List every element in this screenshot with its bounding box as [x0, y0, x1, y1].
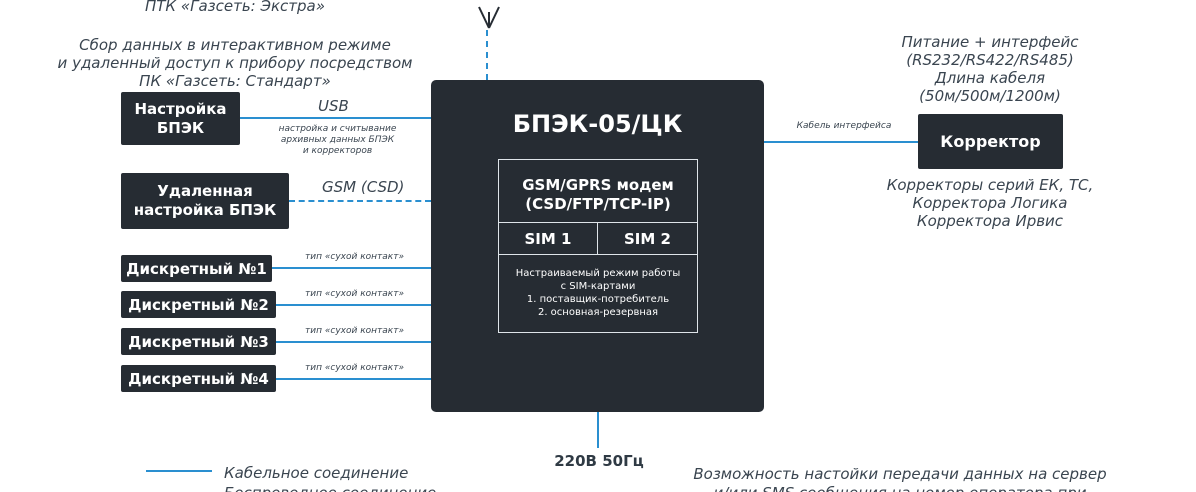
dry-contact-label-2: тип «сухой контакт»	[304, 289, 405, 299]
gsm-link	[289, 200, 431, 202]
sim1-cell: SIM 1	[498, 222, 598, 255]
sim-mode-line-3: 1. поставщик-потребитель	[526, 294, 670, 305]
setup-bpek-box: Настройка БПЭК	[121, 92, 240, 145]
modem-line-1: GSM/GPRS модем	[522, 176, 674, 194]
discrete-link-2	[276, 304, 431, 306]
modem-line-2: (CSD/FTP/TCP-IP)	[525, 195, 671, 213]
usb-note: настройка и считывание архивных данных Б…	[255, 124, 420, 157]
discrete-input-3: Дискретный №3	[121, 328, 276, 355]
right-caption: Питание + интерфейс (RS232/RS422/RS485) …	[880, 33, 1100, 105]
sim-mode-line-4: 2. основная-резервная	[537, 307, 659, 318]
right-caption-line-1: Питание + интерфейс	[901, 33, 1079, 51]
usb-note-line-3: и корректоров	[302, 146, 373, 156]
remote-line-1: Удаленная	[157, 182, 253, 200]
discrete-input-1-label: Дискретный №1	[126, 259, 267, 278]
gsm-label: GSM (CSD)	[322, 178, 405, 196]
power-label: 220В 50Гц	[554, 452, 644, 470]
sim2-cell: SIM 2	[597, 222, 698, 255]
corrector-caption-line-2: Корректора Логика	[912, 194, 1068, 212]
sim-mode-line-2: с SIM-картами	[560, 281, 636, 292]
left-caption-line-1: Сбор данных в интерактивном режиме	[79, 36, 391, 54]
discrete-input-4: Дискретный №4	[121, 365, 276, 392]
corrector-label: Корректор	[940, 132, 1041, 151]
discrete-input-2-label: Дискретный №2	[128, 295, 269, 314]
sim-mode-line-1: Настраиваемый режим работы	[515, 268, 681, 279]
bpek-main-block: БПЭК-05/ЦК GSM/GPRS модем (CSD/FTP/TCP-I…	[431, 80, 764, 412]
left-caption-line-2: и удаленный доступ к прибору посредством	[57, 54, 413, 72]
corrector-caption-line-1: Корректоры серий ЕК, ТС,	[886, 176, 1094, 194]
discrete-link-1	[272, 267, 431, 269]
bottom-note-line-1: Возможность настойки передачи данных на …	[693, 465, 1107, 483]
main-block-title: БПЭК-05/ЦК	[512, 110, 683, 138]
remote-setup-box: Удаленная настройка БПЭК	[121, 173, 289, 229]
modem-panel: GSM/GPRS модем (CSD/FTP/TCP-IP) SIM 1 SI…	[498, 159, 698, 333]
modem-title: GSM/GPRS модем (CSD/FTP/TCP-IP)	[499, 176, 697, 214]
usb-note-line-2: архивных данных БПЭК	[280, 135, 395, 145]
remote-line-2: настройка БПЭК	[133, 201, 277, 219]
top-caption: ПТК «Газсеть: Экстра»	[144, 0, 325, 15]
discrete-link-3	[276, 341, 431, 343]
sim1-label: SIM 1	[524, 229, 572, 248]
discrete-input-3-label: Дискретный №3	[128, 332, 269, 351]
setup-line-1: Настройка	[134, 99, 227, 118]
interface-cable-label: Кабель интерфейса	[796, 121, 892, 131]
dry-contact-label-4: тип «сухой контакт»	[304, 363, 405, 373]
legend-cable-label: Кабельное соединение	[224, 464, 409, 482]
dry-contact-label-3: тип «сухой контакт»	[304, 326, 405, 336]
usb-note-line-1: настройка и считывание	[278, 124, 397, 134]
right-caption-line-2: (RS232/RS422/RS485)	[906, 51, 1074, 69]
legend-cable-line	[146, 470, 212, 472]
antenna-link	[486, 30, 488, 80]
corrector-caption-line-3: Корректора Ирвис	[916, 212, 1064, 230]
dry-contact-label-1: тип «сухой контакт»	[304, 252, 405, 262]
sim-mode-text: Настраиваемый режим работы с SIM-картами…	[499, 267, 697, 319]
corrector-box: Корректор	[918, 114, 1063, 169]
discrete-input-4-label: Дискретный №4	[128, 369, 269, 388]
sim2-label: SIM 2	[624, 229, 671, 248]
bottom-note: Возможность настойки передачи данных на …	[670, 465, 1130, 492]
discrete-input-2: Дискретный №2	[121, 291, 276, 318]
corrector-caption: Корректоры серий ЕК, ТС, Корректора Логи…	[870, 176, 1110, 230]
usb-link	[240, 117, 431, 119]
bottom-note-line-2: и/или SMS сообщения на номер оператора п…	[670, 484, 1130, 492]
right-caption-line-3: Длина кабеля	[934, 69, 1046, 87]
antenna-icon	[478, 6, 500, 29]
power-link	[597, 412, 599, 448]
setup-line-2: БПЭК	[156, 118, 205, 137]
interface-cable-link	[764, 141, 918, 143]
left-caption: Сбор данных в интерактивном режиме и уда…	[30, 36, 440, 90]
right-caption-line-4: (50м/500м/1200м)	[919, 87, 1061, 105]
discrete-input-1: Дискретный №1	[121, 255, 272, 282]
legend-wireless-label: Беспроводное соединение	[224, 484, 436, 492]
usb-label: USB	[318, 97, 349, 115]
left-caption-line-3: ПК «Газсеть: Стандарт»	[139, 72, 331, 90]
discrete-link-4	[276, 378, 431, 380]
